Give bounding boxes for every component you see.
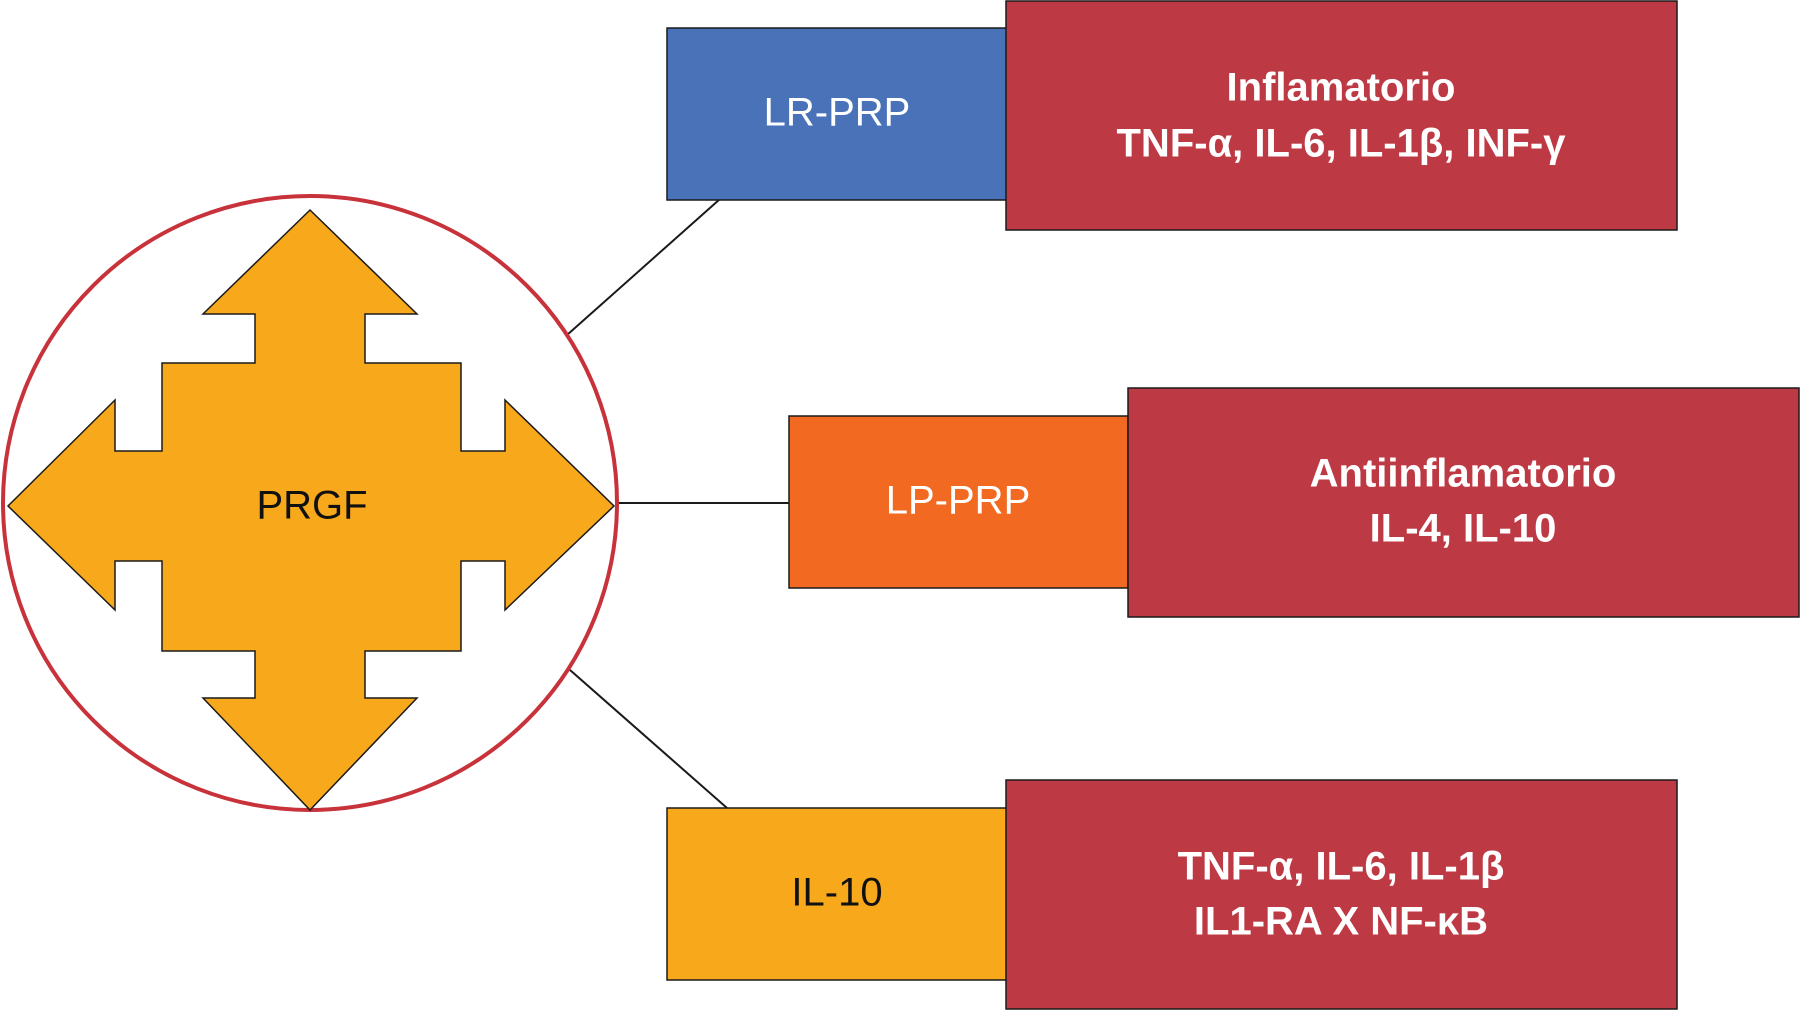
cytokine-text: IL1-RA X NF-κB [1194, 900, 1488, 944]
inflammatory-box [1005, 0, 1678, 231]
center-label: PRGF [256, 484, 367, 528]
il-10-label: IL-10 [791, 871, 882, 915]
connector-line-top [566, 198, 721, 336]
connector-line-bottom [569, 669, 728, 809]
lp-prp-label: LP-PRP [886, 479, 1031, 523]
lp-prp-box [788, 415, 1129, 589]
cytokine-box [1005, 779, 1678, 1010]
four-way-arrow-icon [6, 208, 616, 812]
lr-prp-label: LR-PRP [764, 91, 911, 135]
inflammatory-title: Inflamatorio [1227, 66, 1456, 110]
cytokine-title: TNF-α, IL-6, IL-1β [1178, 845, 1505, 889]
lr-prp-box [666, 27, 1008, 201]
inflammatory-text: TNF-α, IL-6, IL-1β, INF-γ [1117, 122, 1567, 166]
anti-inflammatory-title: Antiinflamatorio [1310, 452, 1617, 496]
anti-inflammatory-text: IL-4, IL-10 [1370, 507, 1557, 551]
anti-inflammatory-box [1127, 387, 1800, 618]
